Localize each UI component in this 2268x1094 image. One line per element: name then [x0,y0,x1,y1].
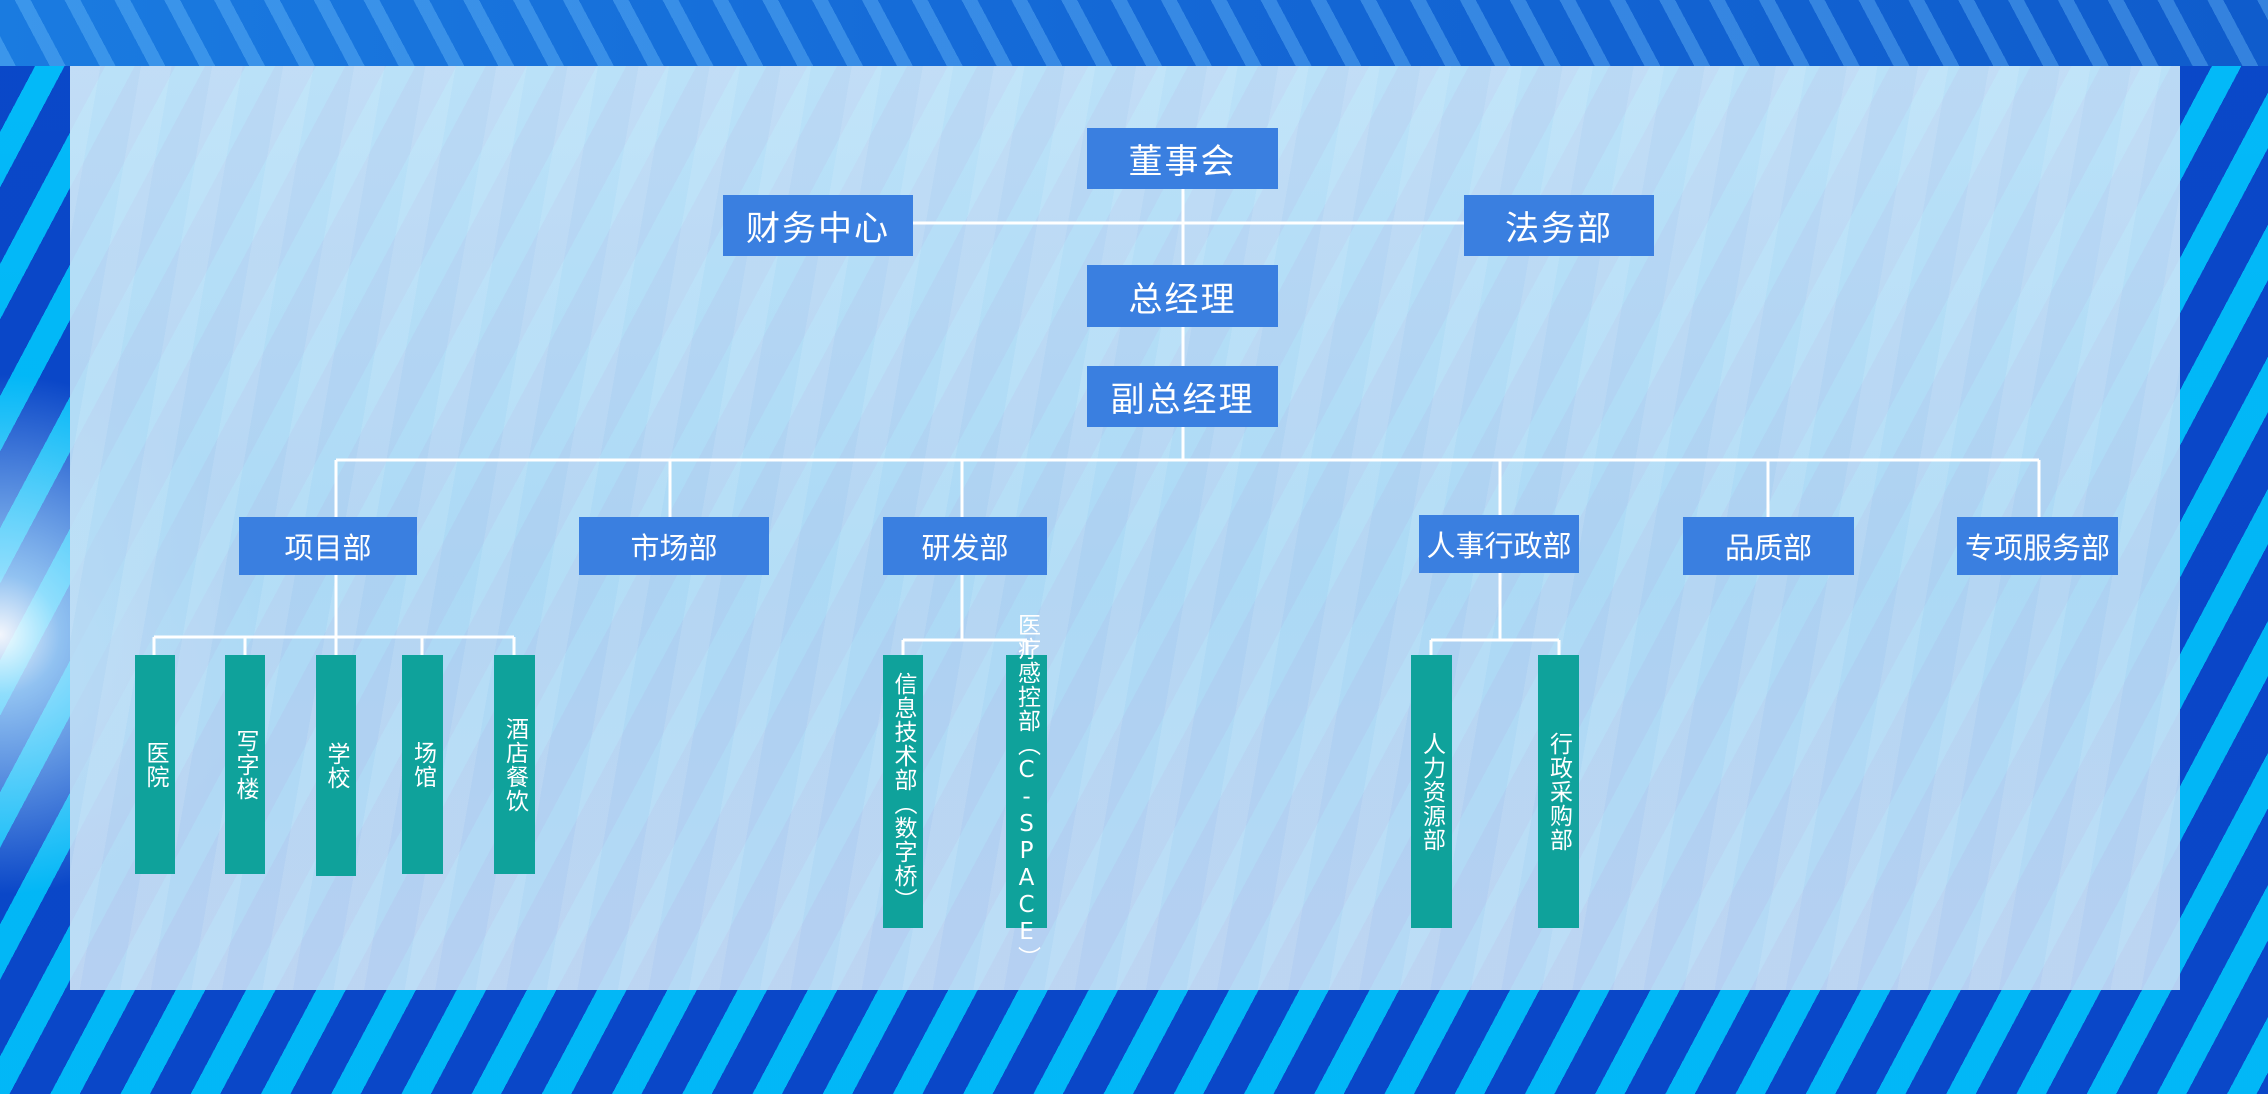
top-banner [0,0,2268,66]
dept-rnd: 研发部 [883,517,1047,575]
unit-human-resources: 人力资源部 [1411,655,1452,928]
unit-admin-procurement: 行政采购部 [1538,655,1579,928]
dept-special-services: 专项服务部 [1957,517,2118,575]
unit-hospital: 医院 [135,655,175,874]
node-legal-dept: 法务部 [1464,195,1654,256]
unit-hospital-label: 医院 [142,740,168,789]
unit-information-technology: 信息技术部（数字桥） [883,655,923,928]
node-finance-center: 财务中心 [723,195,913,256]
dept-marketing: 市场部 [579,517,769,575]
dept-hr-admin: 人事行政部 [1419,515,1579,573]
unit-school-label: 学校 [323,741,349,790]
unit-medical-infection-control-label: 医疗感控部（C-SPACE） [1013,613,1040,970]
unit-hotel-catering-label: 酒店餐饮 [501,716,528,813]
unit-admin-procurement-label: 行政采购部 [1545,731,1572,852]
unit-venue: 场馆 [402,655,443,874]
unit-office-building: 写字楼 [225,655,265,874]
unit-hotel-catering: 酒店餐饮 [494,655,535,874]
unit-medical-infection-control: 医疗感控部（C-SPACE） [1006,613,1047,970]
node-deputy-general-manager: 副总经理 [1087,366,1278,427]
dept-quality: 品质部 [1683,517,1854,575]
unit-office-building-label: 写字楼 [232,728,258,801]
unit-information-technology-label: 信息技术部（数字桥） [890,671,916,912]
unit-school: 学校 [316,655,356,876]
dept-project: 项目部 [239,517,417,575]
node-board: 董事会 [1087,128,1278,189]
node-general-manager: 总经理 [1087,265,1278,327]
unit-venue-label: 场馆 [409,740,436,789]
unit-human-resources-label: 人力资源部 [1418,731,1445,852]
